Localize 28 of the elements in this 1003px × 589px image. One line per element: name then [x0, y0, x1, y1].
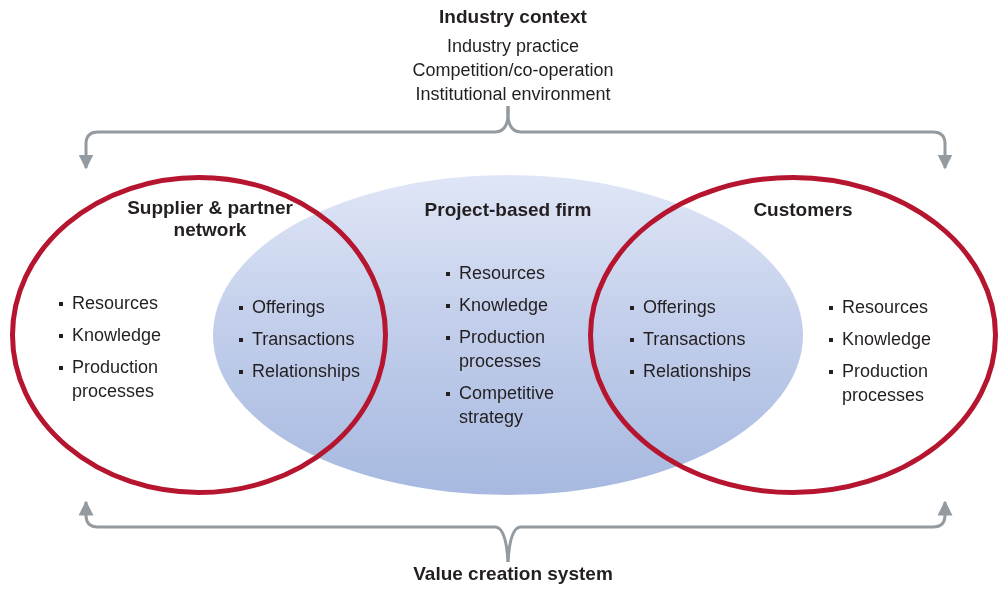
heading: Supplier & partner network: [126, 197, 294, 241]
bullet-item: Transactions: [238, 327, 355, 351]
bullet-item: Knowledge: [58, 323, 162, 347]
bullet-item: Resources: [445, 261, 546, 285]
bullet-item: Relationships: [629, 359, 752, 383]
bracket-arrow: [78, 500, 510, 563]
bullet-item: Resources: [828, 295, 929, 319]
bullet-item: Relationships: [238, 359, 361, 383]
heading: Customers: [752, 199, 854, 221]
bullet-item: Offerings: [629, 295, 716, 319]
bracket-arrow: [506, 105, 953, 170]
heading: Value creation system: [412, 563, 614, 585]
list-item: Competition/co-operation: [411, 59, 615, 82]
bullet-item: Transactions: [629, 327, 746, 351]
bullet-item: Production processes: [58, 355, 182, 403]
heading: Industry context: [438, 6, 588, 28]
bullet-item: Resources: [58, 291, 159, 315]
bullet-item: Production processes: [828, 359, 952, 407]
bracket-arrow: [78, 105, 510, 170]
bullet-item: Production processes: [445, 325, 569, 373]
bullet-item: Knowledge: [828, 327, 932, 351]
list-item: Industry practice: [445, 35, 581, 58]
list-item: Institutional environment: [414, 83, 612, 106]
bullet-item: Offerings: [238, 295, 325, 319]
bracket-arrow: [506, 500, 953, 563]
bullet-item: Competitive strategy: [445, 381, 569, 429]
bullet-item: Knowledge: [445, 293, 549, 317]
heading: Project-based firm: [423, 199, 593, 221]
